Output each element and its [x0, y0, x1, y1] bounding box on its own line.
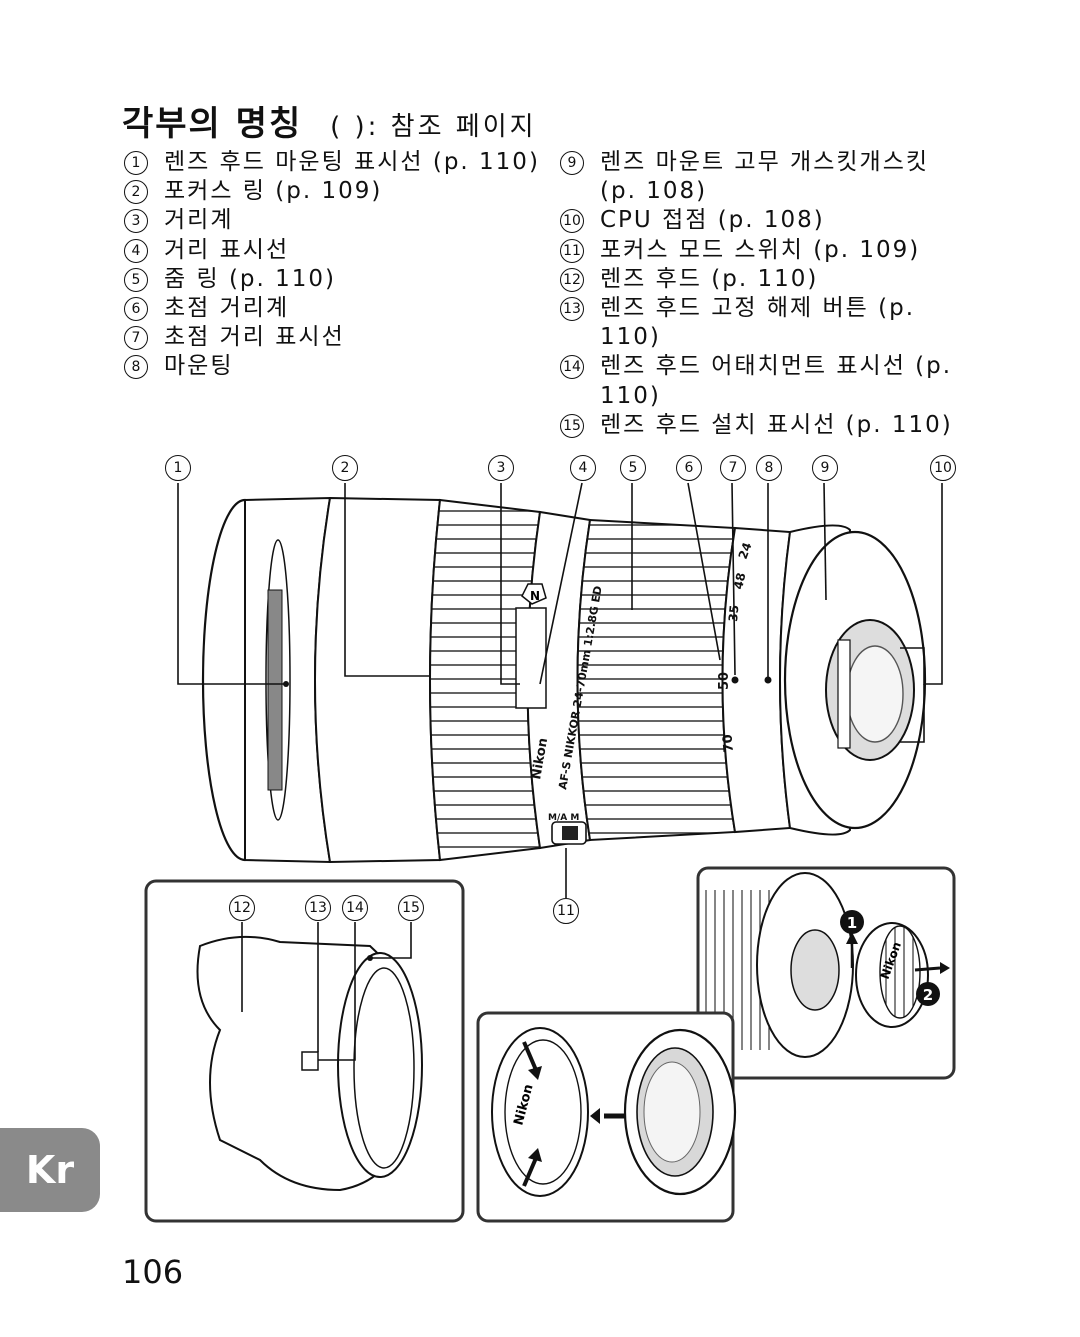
- item-number: 1: [124, 151, 148, 175]
- item-text: 초점 거리 표시선: [164, 324, 345, 351]
- item-number: 10: [560, 209, 584, 234]
- item-number: 15: [560, 413, 584, 438]
- parts-list-right: 9 렌즈 마운트 고무 개스킷개스킷 (p. 108) 10 CPU 접점 (p. …: [560, 148, 960, 440]
- callout-number: 9: [812, 455, 838, 481]
- list-item: 3 거리계: [124, 206, 544, 235]
- hood-leaders: [241, 922, 412, 1061]
- item-text: 마운팅: [164, 353, 234, 380]
- item-text: 렌즈 후드 설치 표시선 (p. 110): [600, 411, 953, 438]
- list-item: 6 초점 거리계: [124, 294, 544, 323]
- focal-mark: 70: [720, 734, 737, 753]
- svg-text:N: N: [530, 589, 540, 603]
- item-text: 렌즈 후드 어태치먼트 표시선 (p. 110): [600, 353, 953, 409]
- page-number: 106: [122, 1253, 184, 1291]
- callout-number: 12: [229, 895, 255, 921]
- item-number: 11: [560, 238, 584, 263]
- hood-drawing: [196, 935, 423, 1192]
- focal-mark: 50: [717, 672, 732, 690]
- item-number: 9: [560, 151, 584, 175]
- list-item: 11 포커스 모드 스위치 (p. 109): [560, 236, 960, 265]
- front-cap-drawing: Nikon: [491, 1027, 737, 1197]
- list-item: 14 렌즈 후드 어태치먼트 표시선 (p. 110): [560, 352, 960, 410]
- list-item: 10 CPU 접점 (p. 108): [560, 206, 960, 235]
- list-item: 12 렌즈 후드 (p. 110): [560, 265, 960, 294]
- callout-number: 11: [553, 898, 579, 924]
- item-number: 7: [124, 326, 148, 351]
- lens-brand: Nikon: [529, 737, 551, 781]
- callout-number: 7: [720, 455, 746, 481]
- list-item: 2 포커스 링 (p. 109): [124, 177, 544, 206]
- item-number: 13: [560, 297, 584, 322]
- list-item: 4 거리 표시선: [124, 236, 544, 265]
- title-subtitle: ( ): 참조 페이지: [330, 112, 537, 142]
- list-item: 8 마운팅: [124, 352, 544, 381]
- item-text: 초점 거리계: [164, 295, 290, 322]
- item-number: 4: [124, 238, 148, 263]
- list-item: 5 줌 링 (p. 110): [124, 265, 544, 294]
- list-item: 9 렌즈 마운트 고무 개스킷개스킷 (p. 108): [560, 148, 960, 206]
- callout-number: 2: [332, 455, 358, 481]
- item-number: 5: [124, 267, 148, 292]
- item-number: 14: [560, 355, 584, 380]
- callout-number: 8: [756, 455, 782, 481]
- item-text: 포커스 링 (p. 109): [164, 178, 383, 205]
- step-number: 2: [923, 986, 933, 1004]
- item-text: 거리계: [164, 207, 234, 234]
- callout-number: 5: [620, 455, 646, 481]
- callout-number: 4: [570, 455, 596, 481]
- list-item: 15 렌즈 후드 설치 표시선 (p. 110): [560, 411, 960, 440]
- item-text: 포커스 모드 스위치 (p. 109): [600, 236, 921, 263]
- item-number: 6: [124, 297, 148, 322]
- item-text: CPU 접점 (p. 108): [600, 207, 825, 234]
- item-text: 줌 링 (p. 110): [164, 265, 337, 292]
- item-number: 2: [124, 180, 148, 205]
- item-text: 렌즈 후드 고정 해제 버튼 (p. 110): [600, 295, 916, 351]
- callout-number: 1: [165, 455, 191, 481]
- language-tab: Kr: [0, 1128, 100, 1212]
- focal-mark: 24: [736, 541, 755, 561]
- callout-number: 15: [398, 895, 424, 921]
- callout-number: 10: [930, 455, 956, 481]
- item-text: 렌즈 후드 마운팅 표시선 (p. 110): [164, 149, 540, 175]
- title-text: 각부의 명칭: [122, 104, 303, 144]
- callout-number: 13: [305, 895, 331, 921]
- item-number: 12: [560, 267, 584, 292]
- item-text: 렌즈 마운트 고무 개스킷개스킷 (p. 108): [600, 149, 930, 205]
- focal-mark: 48: [731, 571, 748, 590]
- step-number: 1: [847, 914, 857, 932]
- list-item: 7 초점 거리 표시선: [124, 323, 544, 352]
- list-item: 1 렌즈 후드 마운팅 표시선 (p. 110): [124, 148, 544, 177]
- list-item: 13 렌즈 후드 고정 해제 버튼 (p. 110): [560, 294, 960, 352]
- item-text: 렌즈 후드 (p. 110): [600, 265, 819, 292]
- page-title: 각부의 명칭 ( ): 참조 페이지: [122, 96, 537, 145]
- item-text: 거리 표시선: [164, 236, 290, 263]
- callout-number: 14: [342, 895, 368, 921]
- lens-body: N: [201, 496, 927, 864]
- switch-label: M/A M: [548, 813, 579, 823]
- callout-number: 6: [676, 455, 702, 481]
- leader-lines: [177, 482, 943, 898]
- callout-number: 3: [488, 455, 514, 481]
- item-number: 8: [124, 355, 148, 380]
- item-number: 3: [124, 209, 148, 234]
